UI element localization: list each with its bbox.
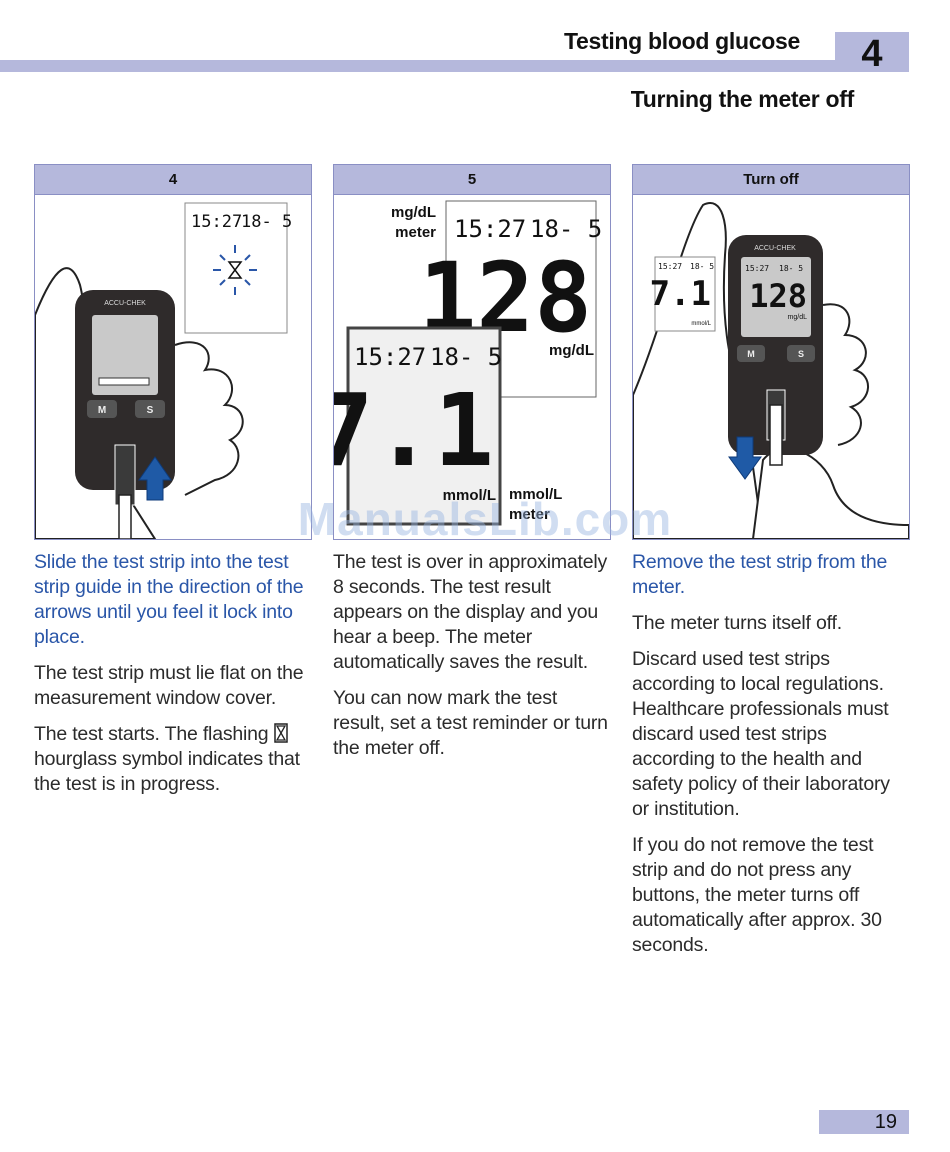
panel-label: Turn off <box>633 165 909 195</box>
meter-screen <box>92 315 158 395</box>
display-time: 15:27 <box>191 212 242 232</box>
mmol-caption-line1: mmol/L <box>509 486 562 503</box>
meter-m-button[interactable] <box>87 400 117 418</box>
s-button-label: S <box>798 349 804 359</box>
mgdl-caption-line1: mg/dL <box>391 204 436 221</box>
page-number-text: 19 <box>874 1111 897 1133</box>
instruction-text: Slide the test strip into the test strip… <box>34 551 304 648</box>
mmol-unit: mmol/L <box>443 487 496 504</box>
instruction-text: Remove the test strip from the meter. <box>632 551 888 598</box>
hourglass-text-before: The test starts. The flashing <box>34 723 269 745</box>
meter-date: 18- 5 <box>779 264 803 273</box>
mgdl-time: 15:27 <box>454 215 526 243</box>
body-text: The test is over in approximately 8 seco… <box>333 551 608 673</box>
m-button-label: M <box>747 349 755 359</box>
body-text: If you do not remove the test strip and … <box>632 834 882 956</box>
mmol-value: 7.1 <box>334 372 494 489</box>
column-step-5: The test is over in approximately 8 seco… <box>333 550 613 772</box>
panel-label: 4 <box>35 165 311 195</box>
test-strip <box>118 494 132 539</box>
step-panel-turn-off: Turn off ACCU-CHEK 15:27 18- 5 128 mg/dL… <box>632 164 910 540</box>
watermark: ManualsLib.com <box>297 493 673 545</box>
body-text: You can now mark the test result, set a … <box>333 687 608 759</box>
panel-label: 5 <box>334 165 610 195</box>
remove-arrow-icon <box>728 436 762 480</box>
fingers-outline <box>822 303 869 446</box>
page-number: 19 <box>819 1110 909 1134</box>
small-date: 18- 5 <box>690 262 714 271</box>
small-unit: mmol/L <box>691 321 711 327</box>
meter-brand: ACCU-CHEK <box>104 300 146 307</box>
small-mmol-display <box>654 256 716 332</box>
body-text: The test strip must lie flat on the meas… <box>34 662 304 709</box>
chapter-title: Testing blood glucose <box>563 28 800 54</box>
meter-unit: mg/dL <box>788 314 808 321</box>
chapter-number: 4 <box>835 32 909 75</box>
mmol-caption-line2: meter <box>509 506 550 523</box>
body-text: Discard used test strips according to lo… <box>632 648 890 820</box>
hourglass-paragraph: The test starts. The flashing hourglass … <box>34 722 314 797</box>
mgdl-unit: mg/dL <box>549 342 594 359</box>
insert-strip-illustration: ACCU-CHEK M S 15:27 18- 5 <box>35 202 292 539</box>
column-step-4: Slide the test strip into the test strip… <box>34 550 314 808</box>
s-button-label: S <box>147 405 154 416</box>
meter-s-button[interactable] <box>787 345 815 362</box>
hourglass-icon <box>273 723 288 743</box>
step-panel-5: 5 mg/dL meter 15:27 18- 5 128 mg/dL 15:2… <box>333 164 611 540</box>
hourglass-text-after: hourglass symbol indicates that the test… <box>34 748 300 795</box>
step-panel-4: 4 ACCU-CHEK M S 15:27 18- 5 <box>34 164 312 540</box>
test-strip <box>769 404 783 466</box>
insert-arrow-icon <box>138 456 172 501</box>
body-text: The meter turns itself off. <box>632 612 842 634</box>
flashing-hourglass-icon <box>213 245 257 295</box>
display-date: 18- 5 <box>241 212 292 232</box>
fingers-outline <box>174 341 244 496</box>
meter-m-button[interactable] <box>737 345 765 362</box>
small-value: 7.1 <box>650 274 711 314</box>
meter-screen <box>741 257 811 337</box>
remove-strip-illustration: ACCU-CHEK 15:27 18- 5 128 mg/dL M S 15:2… <box>633 202 909 539</box>
section-title: Turning the meter off <box>630 86 855 112</box>
meter-value: 128 <box>749 277 807 315</box>
mgdl-caption-line2: meter <box>395 224 436 241</box>
meter-time: 15:27 <box>745 264 769 273</box>
mmol-display <box>346 326 502 526</box>
m-button-label: M <box>98 405 106 416</box>
mmol-date: 18- 5 <box>430 343 502 371</box>
small-time: 15:27 <box>658 262 682 271</box>
column-turn-off: Remove the test strip from the meter. Th… <box>632 550 912 969</box>
header-rule <box>0 60 835 72</box>
mmol-time: 15:27 <box>354 343 426 371</box>
meter-s-button[interactable] <box>135 400 165 418</box>
meter-brand: ACCU-CHEK <box>754 245 796 252</box>
screen-progress <box>98 377 150 386</box>
mgdl-date: 18- 5 <box>530 215 602 243</box>
result-display-illustration: mg/dL meter 15:27 18- 5 128 mg/dL 15:27 … <box>334 200 602 526</box>
